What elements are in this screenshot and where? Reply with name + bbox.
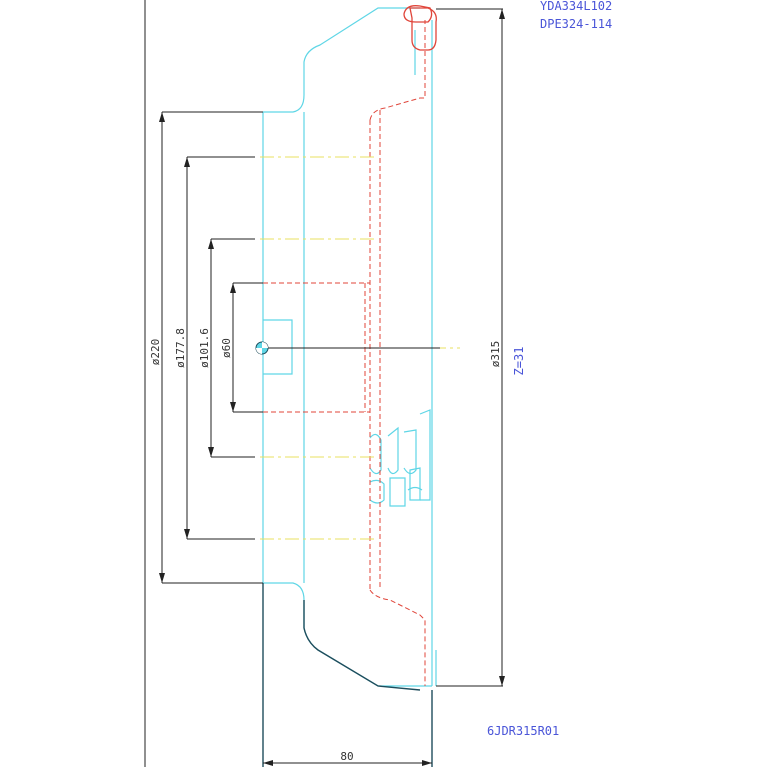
dimension-lines — [161, 8, 503, 764]
center-lines — [260, 156, 460, 540]
sprocket-outline — [262, 7, 437, 687]
teeth-count: Z=31 — [512, 347, 526, 376]
dim-80-label: 80 — [340, 750, 353, 763]
drawing-id: 6JDR315R01 — [487, 724, 559, 738]
part-code-1: YDA334L102 — [540, 0, 612, 13]
dim-220-label: ø220 — [149, 339, 162, 366]
outline-accents — [262, 583, 433, 767]
dim-315-label: ø315 — [489, 341, 502, 368]
dim-101-label: ø101.6 — [198, 328, 211, 368]
dim-60-label: ø60 — [220, 338, 233, 358]
chain-roller — [403, 5, 437, 51]
center-point-icon — [255, 341, 269, 355]
dim-177-label: ø177.8 — [174, 328, 187, 368]
dimension-arrows — [159, 9, 505, 766]
part-code-2: DPE324-114 — [540, 17, 612, 31]
hidden-lines — [263, 20, 426, 686]
